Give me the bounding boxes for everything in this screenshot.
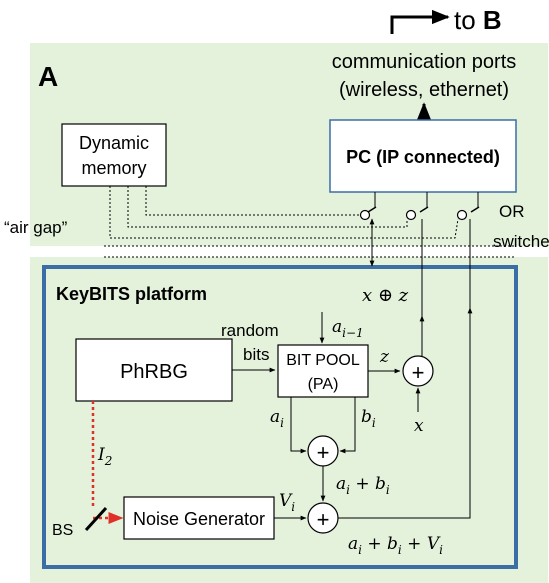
x-label: x — [414, 416, 424, 436]
b-i-label: bi — [361, 407, 376, 430]
dotted-line-2 — [127, 186, 408, 228]
switch-1 — [359, 209, 371, 221]
bit-pool-line2: (PA) — [308, 376, 339, 393]
beam-splitter — [84, 506, 108, 532]
or-switches-line1: OR — [499, 202, 525, 221]
xor-plus: + — [412, 360, 425, 385]
to-b-arrow — [390, 9, 450, 34]
or-switches-line2: switches — [493, 232, 549, 251]
dynamic-memory-box — [61, 123, 167, 187]
random-bits-line1: random — [221, 321, 279, 340]
switch-lever-3 — [470, 206, 480, 213]
random-bits-line2: bits — [243, 345, 269, 364]
sum-ab-label: ai + bi — [336, 474, 390, 497]
bit-pool-box — [277, 344, 369, 398]
switch-lever-1 — [367, 206, 377, 213]
keybits-platform-border — [42, 265, 518, 569]
b-i-line — [339, 397, 356, 454]
pc-box — [329, 119, 517, 193]
v-i-label: Vi — [279, 491, 295, 514]
platform-label: KeyBITS platform — [56, 284, 207, 304]
z-label: z — [379, 347, 390, 367]
sum-ab-plus: + — [317, 440, 330, 465]
final-sum-plus: + — [317, 507, 330, 532]
bs-label: BS — [52, 522, 73, 539]
phrbg-label: PhRBG — [120, 361, 188, 383]
dynamic-memory-line2: memory — [81, 158, 146, 178]
switch-2 — [405, 209, 417, 221]
dotted-line-3 — [109, 186, 459, 239]
dynamic-memory-line1: Dynamic — [79, 133, 149, 153]
platform-panel-bg — [30, 257, 548, 583]
a-i-label: ai — [270, 407, 284, 430]
noise-generator-box — [123, 496, 275, 540]
bit-pool-line1: BIT POOL — [286, 352, 360, 369]
switch-lever-2 — [419, 206, 429, 213]
noise-generator-label: Noise Generator — [133, 509, 265, 529]
to-b-label: to B — [454, 5, 502, 35]
total-sum-label: ai + bi + Vi — [348, 534, 443, 557]
a-i-line — [290, 397, 307, 454]
comm-ports-line1: communication ports — [332, 51, 517, 73]
a-prev-label: ai−1 — [332, 317, 364, 340]
region-a-label: A — [38, 61, 58, 92]
air-gap-label: “air gap” — [4, 218, 68, 237]
comm-ports-line2: (wireless, ethernet) — [339, 79, 509, 101]
pc-label: PC (IP connected) — [346, 147, 500, 167]
switch-3 — [456, 209, 468, 221]
xor-node — [402, 355, 434, 387]
final-output-arrow — [338, 307, 473, 519]
i2-label: I2 — [97, 445, 112, 468]
phrbg-box — [75, 338, 233, 402]
dotted-line-1 — [145, 186, 360, 216]
x-xor-z-label: x ⊕ z — [362, 285, 409, 306]
